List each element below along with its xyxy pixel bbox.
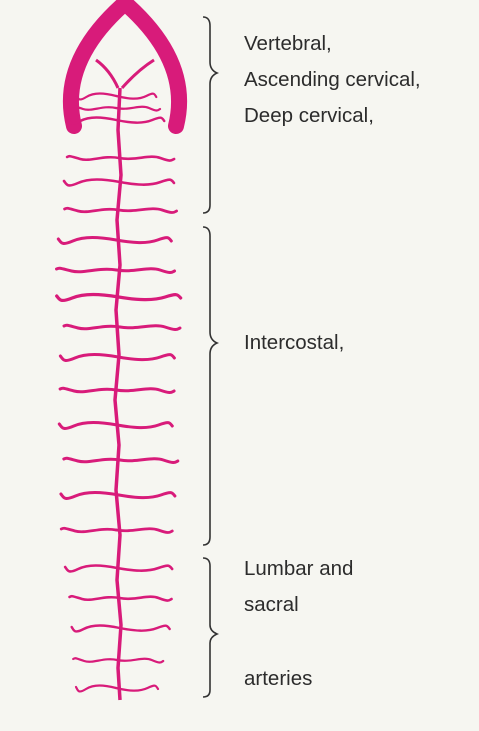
anterior-spinal-trunk: [113, 87, 123, 701]
segmental-branches: [55, 92, 183, 693]
arch-junction-right: [120, 58, 155, 89]
label-intercostal: Intercostal,: [244, 331, 345, 354]
branch-left: [62, 456, 122, 464]
label-arteries: arteries: [244, 667, 313, 690]
branch-left: [55, 266, 119, 274]
branch-right: [117, 207, 178, 214]
branch-right: [117, 293, 183, 302]
branch-left: [63, 564, 119, 573]
branch-right: [118, 178, 176, 186]
branch-right: [118, 324, 182, 332]
branch-left: [58, 353, 120, 362]
branch-right: [115, 92, 158, 100]
branch-left: [62, 323, 122, 331]
arch-junction-left: [95, 58, 120, 89]
branch-right: [116, 353, 176, 362]
branch-left: [72, 657, 119, 663]
branch-right: [117, 155, 176, 162]
label-deep-cervical: Deep cervical,: [244, 104, 374, 127]
branch-right: [115, 267, 177, 275]
branch-left: [62, 178, 122, 187]
bracket-cervical: [202, 16, 220, 214]
label-lumbar-and: Lumbar and: [244, 557, 354, 580]
branch-right: [114, 236, 173, 245]
branch-right: [118, 624, 171, 632]
branch-left: [58, 386, 118, 394]
branch-right: [115, 116, 166, 124]
branch-right: [116, 657, 165, 664]
branch-right: [118, 457, 180, 465]
branch-left: [55, 292, 121, 303]
branch-right: [117, 491, 177, 500]
label-vertebral: Vertebral,: [244, 32, 332, 55]
branch-right: [115, 421, 174, 430]
branch-right: [115, 564, 174, 572]
branch-left: [56, 236, 118, 245]
branch-left: [75, 92, 118, 101]
branch-left: [67, 116, 118, 125]
branch-right: [118, 595, 173, 602]
vertebral-arch: [63, 0, 187, 134]
branch-left: [70, 624, 121, 633]
branch-right: [114, 684, 160, 692]
branch-left: [68, 594, 121, 601]
branch-right: [114, 527, 174, 534]
branch-left: [59, 526, 118, 534]
label-sacral: sacral: [244, 593, 299, 616]
branch-left: [59, 491, 121, 500]
bracket-lumbar-sacral: [202, 557, 220, 698]
branch-right: [114, 387, 176, 395]
branch-right: [114, 105, 162, 112]
branch-left: [74, 684, 118, 693]
branch-left: [70, 105, 118, 111]
bracket-intercostal: [202, 226, 220, 546]
branch-left: [65, 154, 121, 161]
branch-left: [57, 421, 119, 430]
branch-left: [63, 206, 120, 214]
label-ascending-cervical: Ascending cervical,: [244, 68, 421, 91]
